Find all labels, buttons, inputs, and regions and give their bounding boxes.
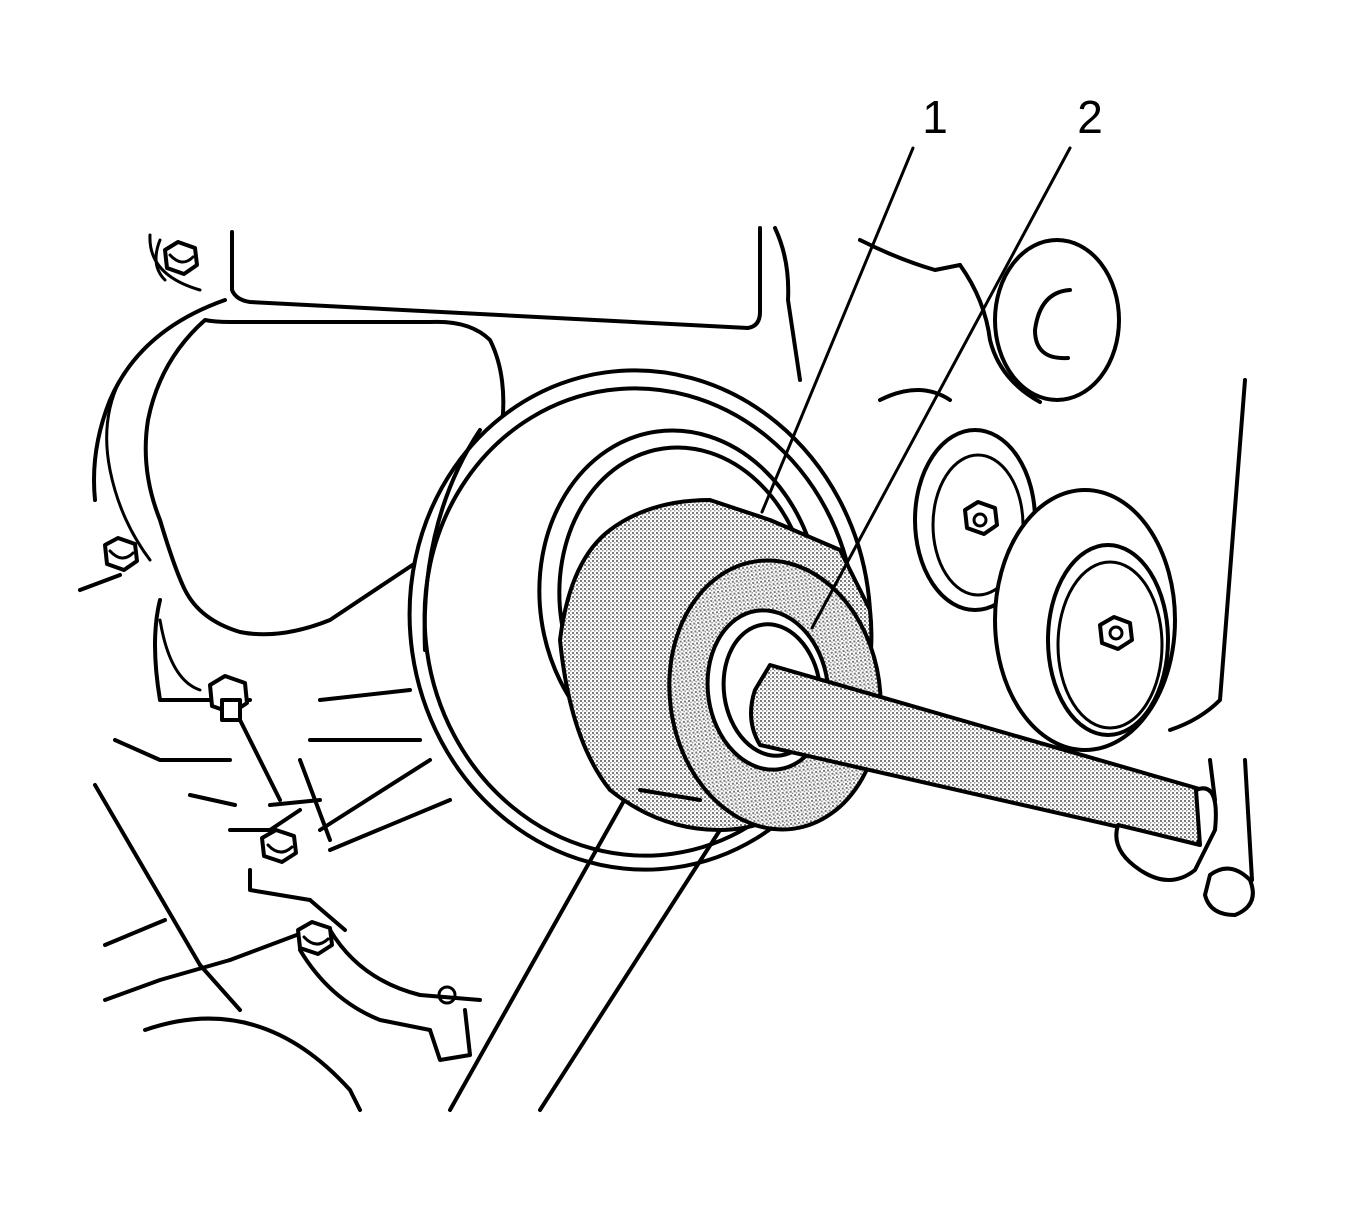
front-cover xyxy=(78,226,802,1112)
callout-1: 1 xyxy=(760,91,948,514)
bolt-left-middle xyxy=(208,674,249,722)
cover-bolts xyxy=(103,238,334,956)
callout-2-label: 2 xyxy=(1077,91,1103,143)
bolt-bottom xyxy=(296,920,334,956)
upper-pulley xyxy=(858,238,1121,404)
callout-2-leader xyxy=(810,146,1072,630)
bolt-left-lower xyxy=(260,828,298,864)
bolt-left-upper xyxy=(103,536,139,572)
tensioner-pulley xyxy=(993,378,1247,752)
bolt-top-left xyxy=(154,238,199,282)
callout-2: 2 xyxy=(810,91,1103,630)
callout-1-label: 1 xyxy=(922,91,948,143)
callout-1-leader xyxy=(760,146,915,514)
wrench xyxy=(705,608,1255,917)
